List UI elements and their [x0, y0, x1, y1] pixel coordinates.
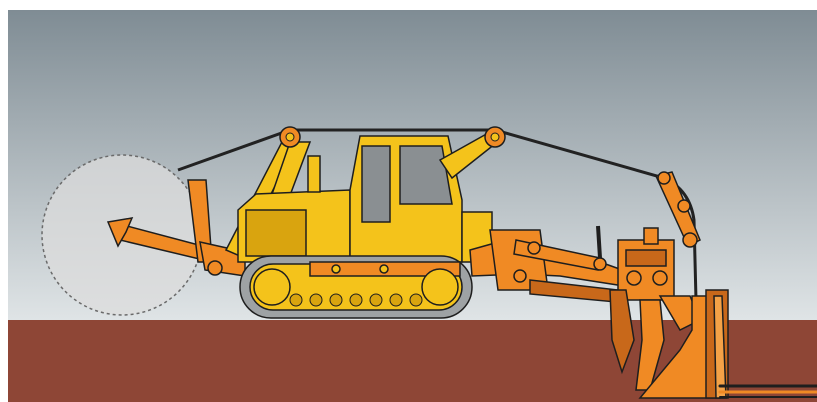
- dozer-body: [237, 131, 502, 263]
- crawler-track: [239, 255, 473, 319]
- plough-head: [609, 227, 701, 391]
- pulley-rear: [279, 126, 301, 148]
- cable-guide: [654, 171, 701, 248]
- plough-share: [638, 289, 729, 399]
- cable: [177, 128, 698, 301]
- plough-boom: [469, 225, 629, 303]
- pulley-front: [484, 126, 506, 148]
- buried-cables: [718, 384, 817, 398]
